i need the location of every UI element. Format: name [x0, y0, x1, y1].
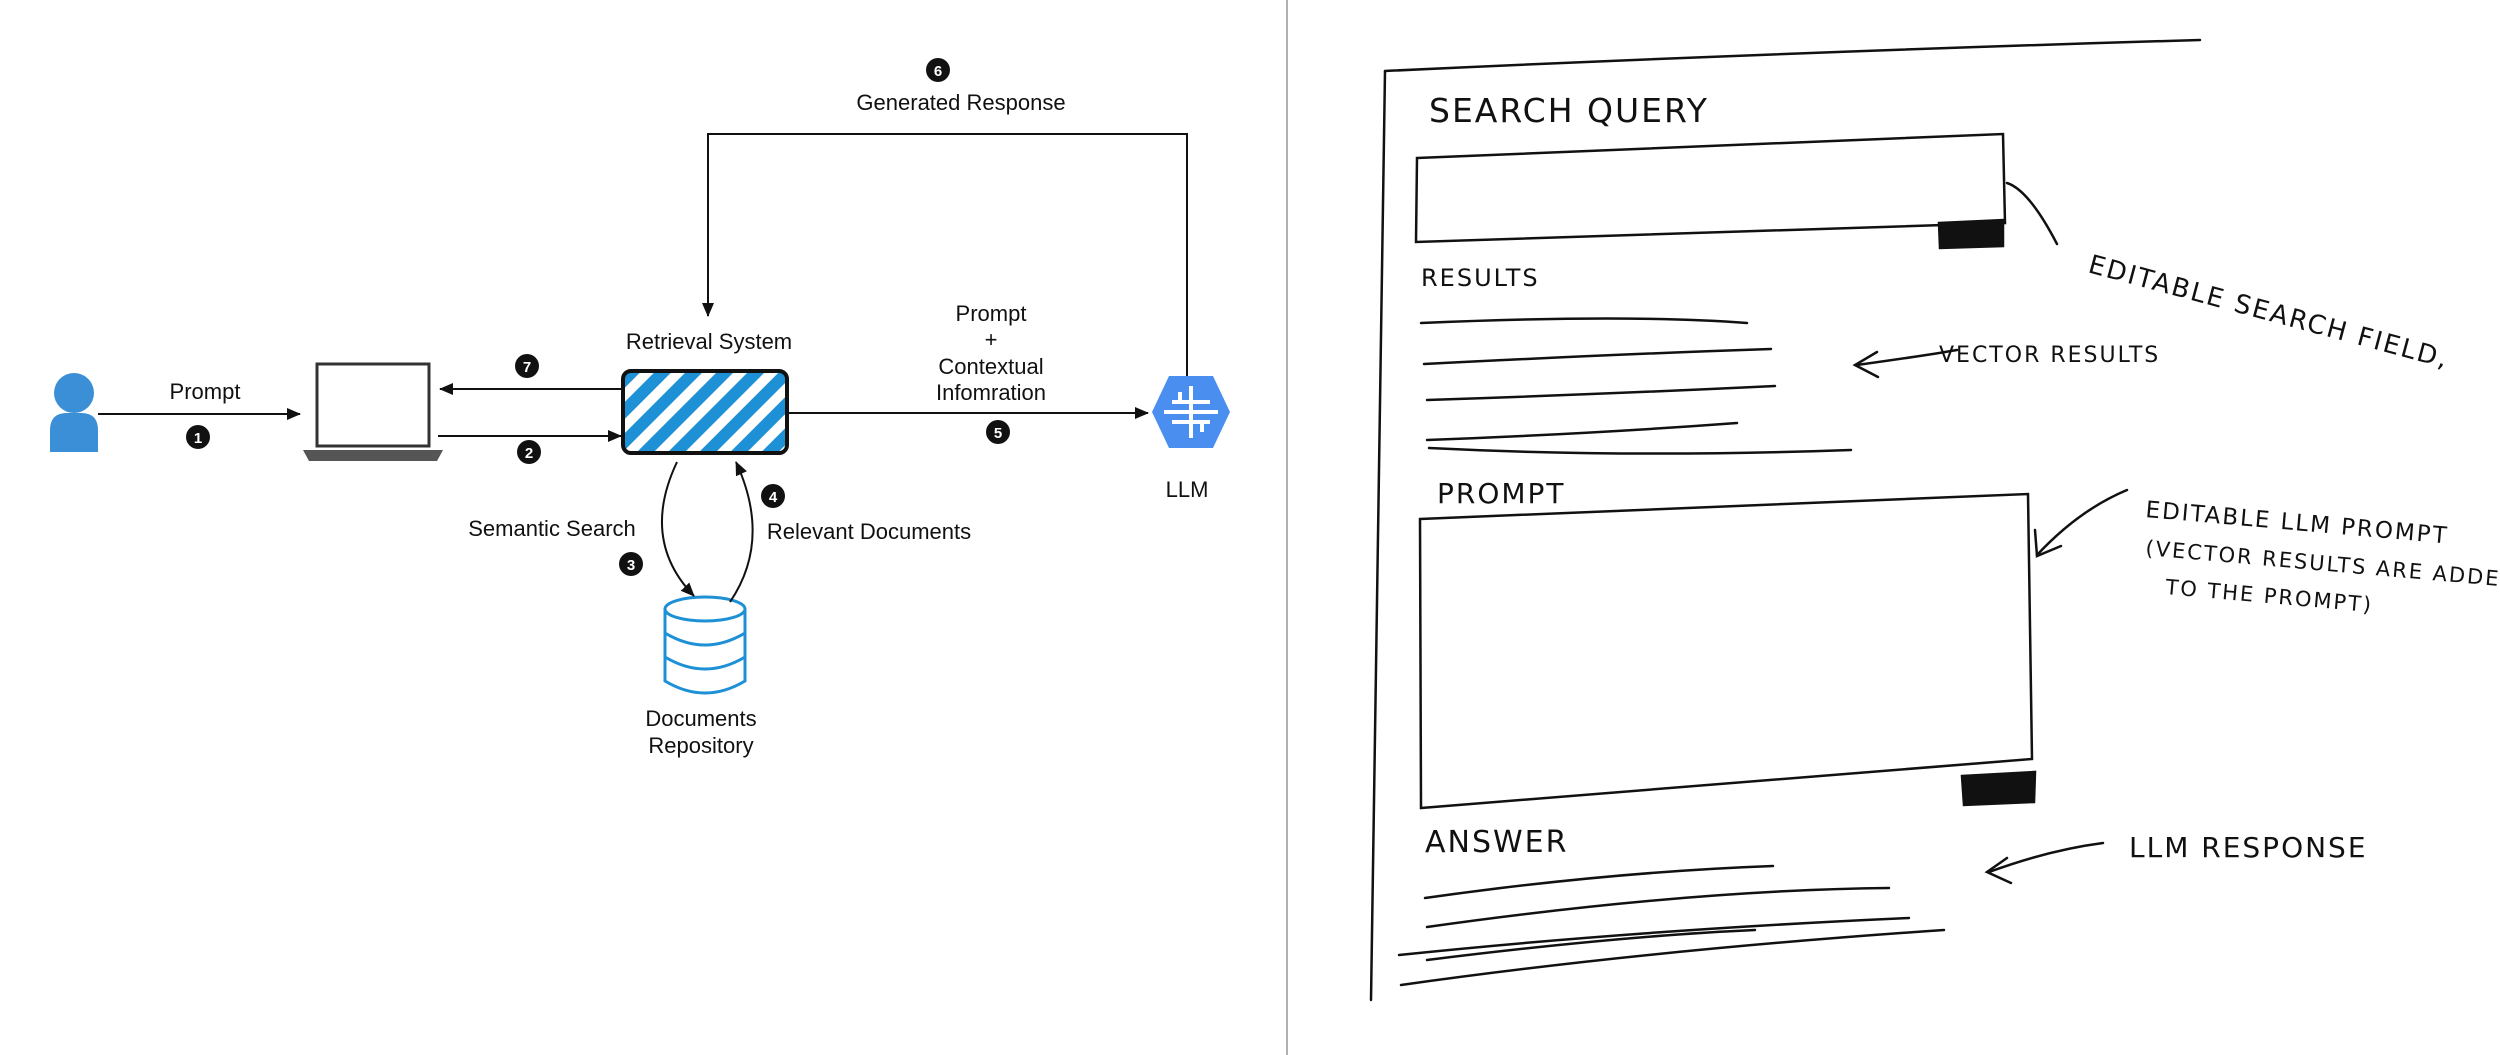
note-vector-results: VECTOR RESULTS: [1939, 343, 2160, 368]
search-field-pointer: [2005, 181, 2059, 246]
panel-divider: [1286, 0, 1288, 1055]
svg-text:4: 4: [769, 489, 778, 506]
results-scribbles: [1419, 317, 1853, 455]
svg-text:2: 2: [525, 445, 533, 462]
prompt-title: PROMPT: [1437, 477, 1566, 510]
prompt-textarea-box: [1418, 492, 2034, 810]
step-badge-5: 5: [986, 420, 1010, 444]
database-icon: [663, 595, 747, 695]
documents-repository-line-2: Repository: [648, 733, 753, 758]
step-badge-7: 7: [515, 354, 539, 378]
svg-text:3: 3: [627, 557, 635, 574]
answer-scribbles: [1397, 864, 1946, 987]
prompt-contextual-line-1: Prompt: [956, 301, 1027, 326]
llm-brain-icon: [1152, 376, 1230, 448]
relevant-documents-label: Relevant Documents: [767, 519, 971, 544]
note-llm-response: LLM RESPONSE: [2129, 831, 2368, 864]
retrieval-system-label: Retrieval System: [626, 329, 792, 354]
step-badges: 1 2 3 4 5 6 7: [186, 58, 1010, 576]
prompt-label: Prompt: [170, 379, 241, 404]
vector-results-arrow-line: [1855, 348, 1959, 367]
prompt-arrow-line: [2035, 488, 2129, 557]
prompt-contextual-line-2: +: [985, 327, 998, 352]
flow-arrows: [98, 133, 1188, 603]
svg-text:1: 1: [194, 430, 202, 447]
sketch-frame-top: [1383, 38, 2202, 73]
laptop-icon: [303, 362, 443, 461]
step-badge-3: 3: [619, 552, 643, 576]
step-badge-6: 6: [926, 58, 950, 82]
rag-diagram: 1 2 3 4 5 6 7 Prompt Generated Response …: [50, 58, 1230, 758]
svg-text:5: 5: [994, 425, 1002, 442]
wireframe-sketch: SEARCH QUERY RESULTS PROMPT ANSWER EDITA…: [1369, 38, 2500, 1002]
prompt-resize-handle: [1960, 770, 2037, 807]
svg-text:7: 7: [523, 359, 531, 376]
sketch-frame-left: [1369, 69, 1387, 1002]
retrieval-system-box: [621, 369, 789, 455]
llm-label: LLM: [1166, 477, 1209, 502]
wireframe-sketch-panel: SEARCH QUERY RESULTS PROMPT ANSWER EDITA…: [1289, 0, 2500, 1055]
note-prompt-line-3: TO THE PROMPT): [2164, 575, 2374, 617]
search-query-title: SEARCH QUERY: [1429, 91, 1709, 130]
documents-repository-line-1: Documents: [645, 706, 756, 731]
generated-response-label: Generated Response: [856, 90, 1065, 115]
prompt-contextual-line-3: Contextual: [938, 354, 1043, 379]
step-badge-1: 1: [186, 425, 210, 449]
semantic-search-label: Semantic Search: [468, 516, 636, 541]
search-field-resize-handle: [1937, 218, 2005, 250]
step-badge-4: 4: [761, 484, 785, 508]
user-icon: [50, 373, 98, 452]
results-title: RESULTS: [1421, 264, 1540, 292]
prompt-arrowhead: [2033, 528, 2063, 558]
llm-response-arrow-line: [1987, 841, 2105, 874]
answer-title: ANSWER: [1425, 825, 1568, 860]
step-badge-2: 2: [517, 440, 541, 464]
vector-results-arrowhead: [1852, 350, 1880, 379]
svg-text:6: 6: [934, 63, 942, 80]
search-field-box: [1414, 132, 2007, 244]
rag-diagram-panel: 1 2 3 4 5 6 7 Prompt Generated Response …: [50, 58, 1230, 758]
llm-response-arrowhead: [1984, 856, 2013, 885]
prompt-contextual-line-4: Infomration: [936, 380, 1046, 405]
